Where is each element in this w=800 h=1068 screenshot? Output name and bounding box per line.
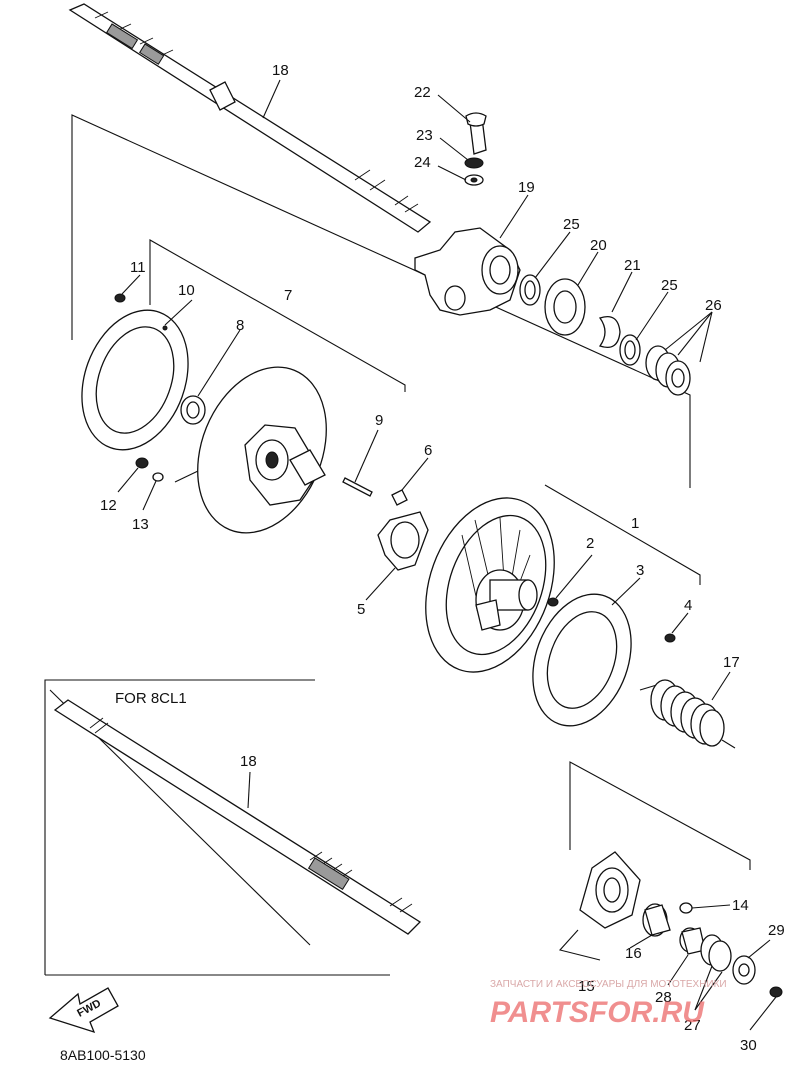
part-label: 9 <box>375 412 383 429</box>
part-label: 7 <box>284 287 292 304</box>
bracket-assembly <box>414 94 529 316</box>
watermark-tagline: ЗАПЧАСТИ И АКСЕССУАРЫ ДЛЯ МОТОТЕХНИКИ <box>490 979 727 990</box>
watermark-brand: PARTSFOR.RU <box>490 996 705 1029</box>
part-label: 22 <box>414 84 431 101</box>
spring <box>639 671 736 749</box>
part-label: 13 <box>132 516 149 533</box>
part-label: 30 <box>740 1037 757 1054</box>
watermark: ЗАПЧАСТИ И АКСЕССУАРЫ ДЛЯ МОТОТЕХНИКИ PA… <box>490 979 727 1029</box>
part-label: 21 <box>624 257 641 274</box>
part-label: 16 <box>625 945 642 962</box>
variant-caption: FOR 8CL1 <box>115 690 187 707</box>
part-labels: 1 2 3 4 5 6 7 8 9 10 11 12 13 14 15 16 1… <box>100 62 785 1054</box>
part-label: 15 <box>578 978 595 995</box>
fixed-sheave-assembly <box>81 274 379 534</box>
part-label: 2 <box>586 535 594 552</box>
part-label: 25 <box>563 216 580 233</box>
part-label: 29 <box>768 922 785 939</box>
part-label: 19 <box>518 179 535 196</box>
drive-shaft-top <box>68 3 432 233</box>
part-label: 5 <box>357 601 365 618</box>
part-label: 27 <box>684 1017 701 1034</box>
part-label: 14 <box>732 897 749 914</box>
movable-sheave-assembly <box>425 497 689 727</box>
part-label: 12 <box>100 497 117 514</box>
part-label: 26 <box>705 297 722 314</box>
fwd-arrow <box>48 987 119 1034</box>
bearing-stack <box>519 231 713 396</box>
lower-assembly <box>558 851 783 1031</box>
part-label: 24 <box>414 154 431 171</box>
part-label: 3 <box>636 562 644 579</box>
part-label: 1 <box>631 515 639 532</box>
part-label: 23 <box>416 127 433 144</box>
part-label: 11 <box>130 259 146 276</box>
drawing-code: 8AB100-5130 <box>60 1047 146 1063</box>
part-label: 25 <box>661 277 678 294</box>
part-label: 8 <box>236 317 244 334</box>
part-label: 28 <box>655 989 672 1006</box>
part-label: 4 <box>684 597 692 614</box>
part-label: 18 <box>272 62 289 79</box>
part-label: 10 <box>178 282 195 299</box>
part-label: 17 <box>723 654 740 671</box>
drive-shaft-8cl1 <box>53 699 422 935</box>
part-label: 18 <box>240 753 257 770</box>
collar-and-plate <box>365 457 429 601</box>
part-label: 20 <box>590 237 607 254</box>
part-label: 6 <box>424 442 432 459</box>
